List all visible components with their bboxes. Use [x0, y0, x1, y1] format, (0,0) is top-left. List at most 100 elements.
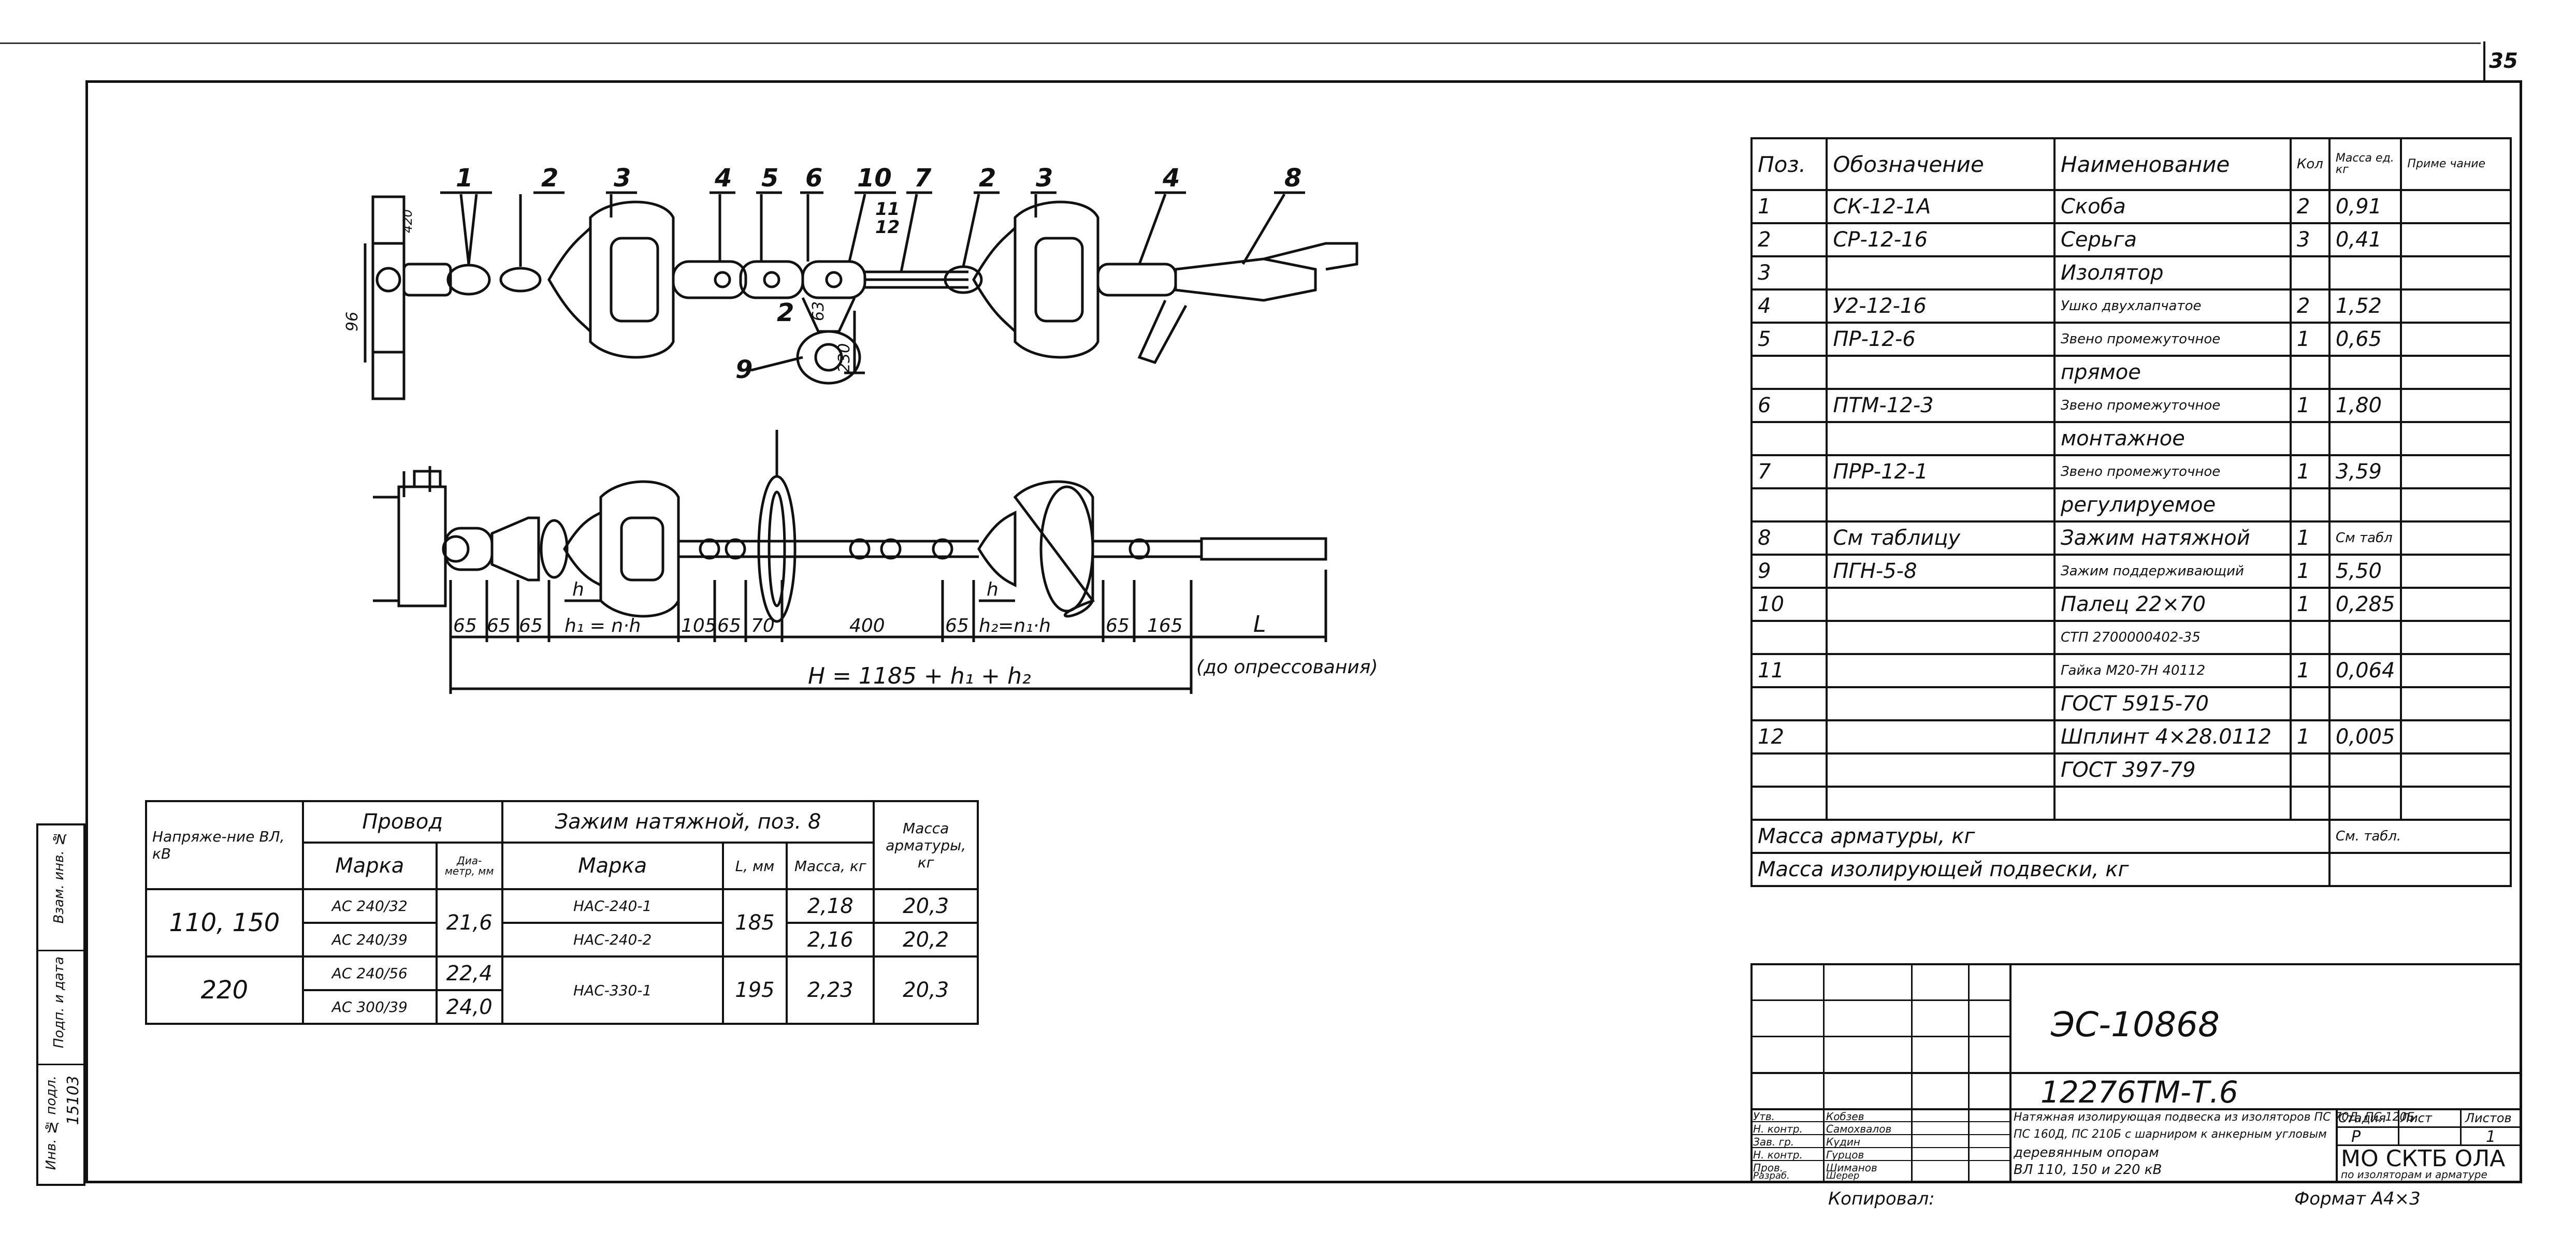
- copied-by-label: Копировал:: [1828, 1188, 1935, 1209]
- role-label: Н. контр.: [1753, 1123, 1803, 1135]
- total-length-formula: H = 1185 + h₁ + h₂: [808, 663, 1031, 689]
- wire-cell: НАС-240-1: [501, 888, 724, 924]
- role-label: Пров.: [1753, 1162, 1784, 1174]
- spec-header: Кол: [2289, 137, 2331, 191]
- wire-cell: НАС-240-2: [501, 922, 724, 958]
- spec-cell: 6: [1750, 388, 1828, 423]
- callout-label: 6: [805, 164, 822, 193]
- spec-cell: 1: [2289, 554, 2331, 589]
- spec-header: Обозначение: [1826, 137, 2056, 191]
- spec-cell: 3: [2289, 222, 2331, 257]
- spec-cell: 2: [2289, 288, 2331, 324]
- dim-label: 105: [681, 615, 717, 636]
- stage-value: Р: [2351, 1128, 2361, 1146]
- spec-row: регулируемое: [1750, 487, 2512, 523]
- spec-row: ГОСТ 5915-70: [1750, 686, 2512, 721]
- spec-cell: 0,41: [2328, 222, 2403, 257]
- role-label: Разраб.: [1753, 1170, 1790, 1181]
- dim-label: h₂=n₁·h: [979, 615, 1051, 636]
- spec-cell: [1826, 752, 2056, 788]
- callout-label: 11: [875, 199, 900, 220]
- spec-row: СТП 2700000402-35: [1750, 620, 2512, 655]
- signer-name: Гурцов: [1826, 1149, 1864, 1161]
- spec-cell: 7: [1750, 454, 1828, 489]
- drawing-frame: [85, 80, 2522, 1183]
- spec-cell: [2289, 421, 2331, 456]
- spec-cell: [2328, 786, 2403, 821]
- spec-cell: 9: [1750, 554, 1828, 589]
- spec-cell: 0,65: [2328, 322, 2403, 357]
- spec-cell: [2400, 719, 2512, 755]
- wire-clamp-table: Напряже-ние ВЛ, кВ Провод Зажим натяжной…: [145, 800, 979, 1025]
- spec-cell: [1826, 421, 2056, 456]
- callout-label: 9: [735, 355, 752, 384]
- spec-cell: [1750, 620, 1828, 655]
- spec-cell: 0,285: [2328, 587, 2403, 622]
- sheets-value: 1: [2486, 1128, 2496, 1146]
- callout-label: 10: [857, 164, 892, 193]
- spec-cell: Изолятор: [2053, 255, 2292, 291]
- spec-cell: 10: [1750, 587, 1828, 622]
- signer-name: Шерер: [1826, 1170, 1860, 1181]
- signer-name: Кудин: [1826, 1136, 1860, 1148]
- spec-cell: [2328, 421, 2403, 456]
- callout-label: 2: [979, 164, 996, 193]
- spec-cell: [2400, 752, 2512, 788]
- callout-label: 4: [1162, 164, 1180, 193]
- wire-cell: АС 240/39: [301, 922, 438, 958]
- wire-cell: 2,18: [786, 888, 875, 924]
- spec-row: ГОСТ 397-79: [1750, 752, 2512, 788]
- wire-header: Напряже-ние ВЛ, кВ: [145, 800, 304, 890]
- spec-cell: 5,50: [2328, 554, 2403, 589]
- spec-cell: [2400, 786, 2512, 821]
- spec-footer-label: Масса изолирующей подвески, кг: [1750, 852, 2331, 887]
- wire-cell: 2,23: [786, 955, 875, 1025]
- spec-cell: Ушко двухлапчатое: [2053, 288, 2292, 324]
- signer-name: Кобзев: [1826, 1110, 1864, 1123]
- spec-cell: 1: [2289, 454, 2331, 489]
- spec-cell: [2328, 487, 2403, 523]
- spec-cell: 5: [1750, 322, 1828, 357]
- spec-cell: [2328, 686, 2403, 721]
- sheet-format: Формат А4×3: [2294, 1188, 2421, 1209]
- spec-cell: [2289, 752, 2331, 788]
- spec-footer-value: [2328, 852, 2512, 887]
- wire-cell: 195: [721, 955, 788, 1025]
- wire-header: Масса арматуры, кг: [873, 800, 979, 890]
- spec-cell: 12: [1750, 719, 1828, 755]
- sheet-label: Лист: [2400, 1111, 2432, 1125]
- wire-cell: 185: [721, 888, 788, 958]
- spec-cell: [1826, 620, 2056, 655]
- crimp-note: (до опрессования): [1196, 657, 1378, 678]
- organization-sub: по изоляторам и арматуре: [2341, 1168, 2487, 1181]
- wire-cell: НАС-330-1: [501, 955, 724, 1025]
- stage-label: Стадия: [2338, 1111, 2386, 1125]
- spec-cell: [1750, 487, 1828, 523]
- spec-cell: [2400, 686, 2512, 721]
- wire-header: Масса, кг: [786, 842, 875, 890]
- spec-cell: 3,59: [2328, 454, 2403, 489]
- spec-cell: [2053, 786, 2292, 821]
- spec-cell: [2400, 587, 2512, 622]
- spec-cell: 3: [1750, 255, 1828, 291]
- wire-header: Диа-метр, мм: [435, 842, 503, 890]
- spec-cell: [2328, 752, 2403, 788]
- spec-cell: [2400, 189, 2512, 224]
- spec-cell: [1750, 786, 1828, 821]
- spec-cell: У2-12-16: [1826, 288, 2056, 324]
- role-label: Н. контр.: [1753, 1149, 1803, 1161]
- spec-footer-label: Масса арматуры, кг: [1750, 819, 2331, 854]
- wire-cell: АС 240/32: [301, 888, 438, 924]
- callout-label: 4: [714, 164, 732, 193]
- spec-cell: 2: [2289, 189, 2331, 224]
- side-strip: Взам. инв. № Подп. и дата Инв. № подл. 1…: [36, 823, 85, 1186]
- spec-cell: СК-12-1А: [1826, 189, 2056, 224]
- spec-cell: монтажное: [2053, 421, 2292, 456]
- dim-label: 400: [849, 615, 885, 636]
- spec-cell: [1826, 255, 2056, 291]
- organization: МО СКТБ ОЛА: [2341, 1146, 2506, 1172]
- wire-cell: АС 300/39: [301, 989, 438, 1025]
- spec-cell: [1826, 355, 2056, 390]
